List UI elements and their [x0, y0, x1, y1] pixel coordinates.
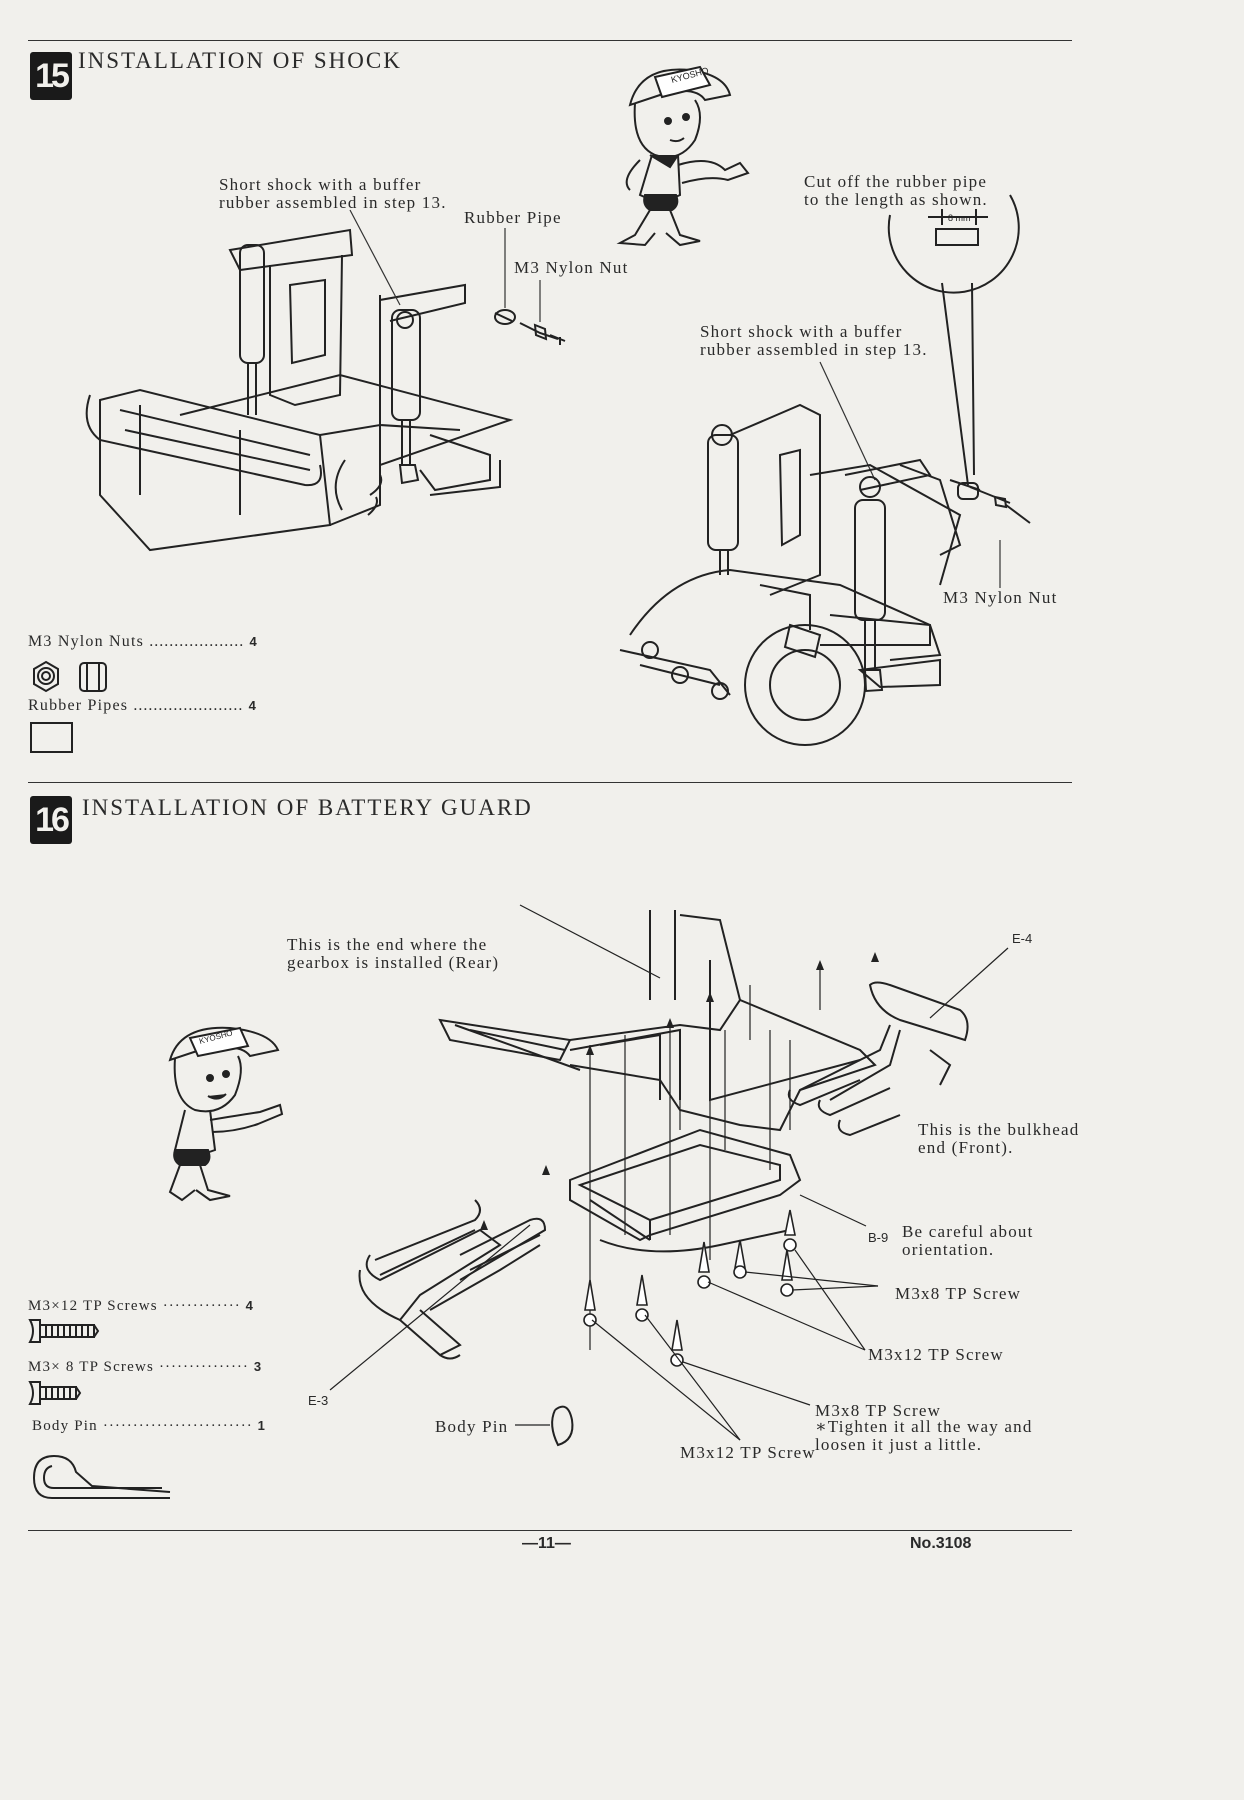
parts-list-item: M3 Nylon Nuts ................... 4: [28, 633, 258, 650]
body-pin-icon: [32, 1442, 177, 1504]
step-15-badge: 15: [30, 52, 72, 100]
document-number: No.3108: [910, 1535, 972, 1552]
label-rear-end: This is the end where the gearbox is ins…: [287, 935, 500, 972]
parts-list-item: Rubber Pipes ...................... 4: [28, 697, 258, 714]
label-orientation-warning: Be careful about orientation.: [902, 1222, 1034, 1259]
m3x8-screw-icon: [28, 1380, 82, 1406]
shock-install-diagram-left: [80, 225, 580, 585]
parts-list-item: Body Pin ························· 1: [32, 1418, 267, 1434]
top-rule: [28, 40, 1072, 41]
label-nylon-nut-right: M3 Nylon Nut: [943, 588, 1058, 607]
label-m3x8-screw-a: M3x8 TP Screw: [895, 1284, 1022, 1303]
label-nylon-nut-left: M3 Nylon Nut: [514, 258, 629, 277]
step-16-title: INSTALLATION OF BATTERY GUARD: [82, 795, 533, 820]
step-15-title: INSTALLATION OF SHOCK: [78, 48, 402, 73]
rubber-pipe-icon: [30, 722, 74, 754]
footer-rule: [28, 1530, 1072, 1531]
label-m3x8-screw-b: M3x8 TP Screw: [815, 1401, 942, 1420]
parts-list-item: M3× 8 TP Screws ··············· 3: [28, 1359, 263, 1375]
label-short-shock-left: Short shock with a buffer rubber assembl…: [219, 175, 447, 212]
label-part-b9: B-9: [868, 1230, 889, 1245]
label-short-shock-right: Short shock with a buffer rubber assembl…: [700, 322, 928, 359]
step-16-badge: 16: [30, 796, 72, 844]
label-tighten-note: ∗Tighten it all the way and loosen it ju…: [815, 1417, 1033, 1454]
label-rubber-pipe: Rubber Pipe: [464, 208, 562, 227]
label-part-e3: E-3: [308, 1393, 329, 1408]
nylon-nut-rubber-pipe-icons: [30, 660, 110, 694]
label-front-end: This is the bulkhead end (Front).: [918, 1120, 1080, 1157]
label-body-pin: Body Pin: [435, 1417, 509, 1436]
label-8mm: 8 mm: [948, 213, 971, 223]
mascot-pointing-icon: KYOSHO: [600, 65, 760, 255]
battery-guard-diagram: [300, 900, 1080, 1460]
shock-install-diagram-right: [610, 395, 1070, 745]
label-m3x12-screw-a: M3x12 TP Screw: [868, 1345, 1004, 1364]
page-number: —11—: [522, 1535, 571, 1552]
cut-length-callout: 8 mm: [880, 155, 1030, 495]
label-cut-rubber: Cut off the rubber pipe to the length as…: [804, 172, 988, 209]
section-divider-rule: [28, 782, 1072, 783]
mascot-pointing-icon: KYOSHO: [160, 1020, 290, 1210]
label-part-e4: E-4: [1012, 931, 1033, 946]
parts-list-item: M3×12 TP Screws ············· 4: [28, 1298, 255, 1314]
label-m3x12-screw-b: M3x12 TP Screw: [680, 1443, 816, 1462]
m3x12-screw-icon: [28, 1318, 100, 1344]
